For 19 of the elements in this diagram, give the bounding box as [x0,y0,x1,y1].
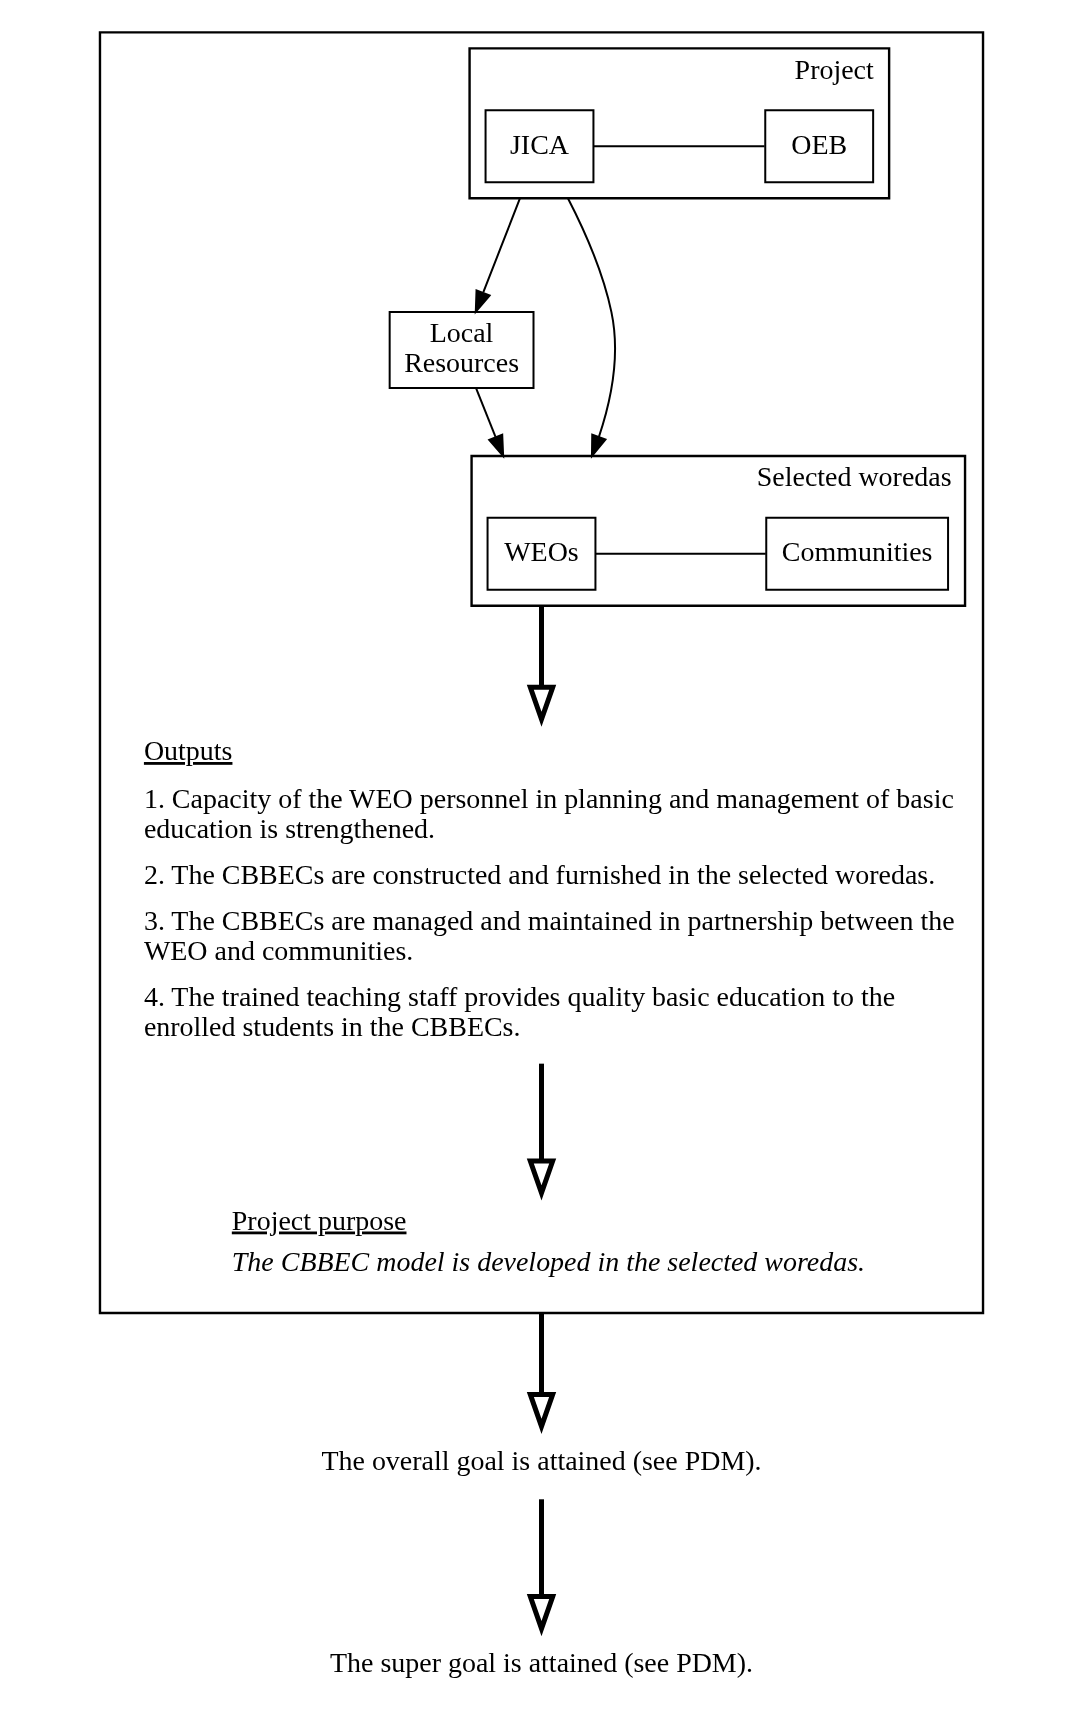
arrow [526,1063,557,1201]
arrow [526,1499,557,1637]
connector [594,552,767,555]
connector [592,145,766,148]
node-text: The overall goal is attained (see PDM). [321,1445,762,1477]
node-box: OEB [764,109,875,184]
arrow [526,1313,557,1434]
node-text: Outputs 1. Capacity of the WEO personnel in planning and management of basic education is strengthened. 2. The CBBECs are constructed and furnished in the selected woredas. 3. The CBBECs are managed and maintained in partnership between the WEO and communities. 4. The trained teaching staff provides quality basic education to the enrolled students in the CBBECs. [143,735,955,1042]
node-text: The super goal is attained (see PDM). [329,1647,754,1679]
arrow [475,387,505,459]
arrow [474,197,521,315]
node-box: Local Resources [388,311,535,389]
arrow [566,197,616,459]
node-box: Communities [765,516,950,591]
node-text: Project purpose The CBBEC model is developed in the selected woredas. [231,1204,866,1278]
node-box: WEOs [486,516,597,591]
node-box: JICA [484,109,595,184]
arrow [526,605,557,727]
cluster [98,31,985,1315]
